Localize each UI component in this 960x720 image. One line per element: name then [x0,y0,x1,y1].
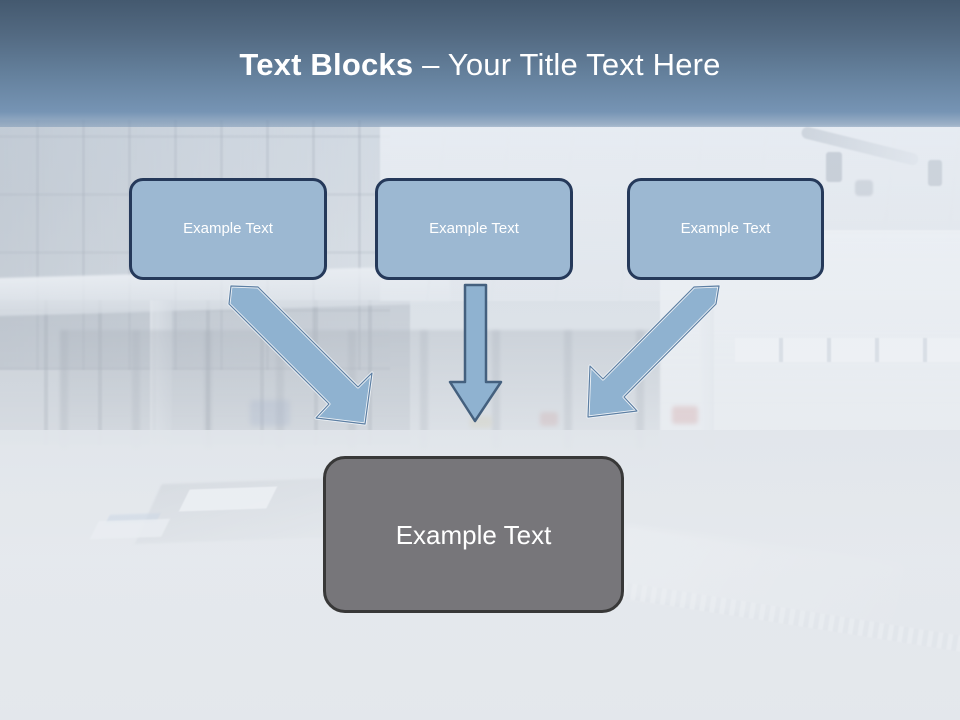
page-title: Text Blocks – Your Title Text Here [0,46,960,84]
result-text-block[interactable]: Example Text [323,456,624,613]
text-block-1[interactable]: Example Text [129,178,327,280]
text-block-3-label: Example Text [680,220,771,237]
result-text-block-label: Example Text [395,519,552,550]
page-title-strong: Text Blocks [239,47,414,82]
text-block-3[interactable]: Example Text [627,178,824,280]
text-block-2[interactable]: Example Text [375,178,573,280]
text-block-2-label: Example Text [429,220,519,237]
text-block-1-label: Example Text [183,220,273,237]
page-title-rest: – Your Title Text Here [413,47,721,82]
title-band [0,0,960,127]
